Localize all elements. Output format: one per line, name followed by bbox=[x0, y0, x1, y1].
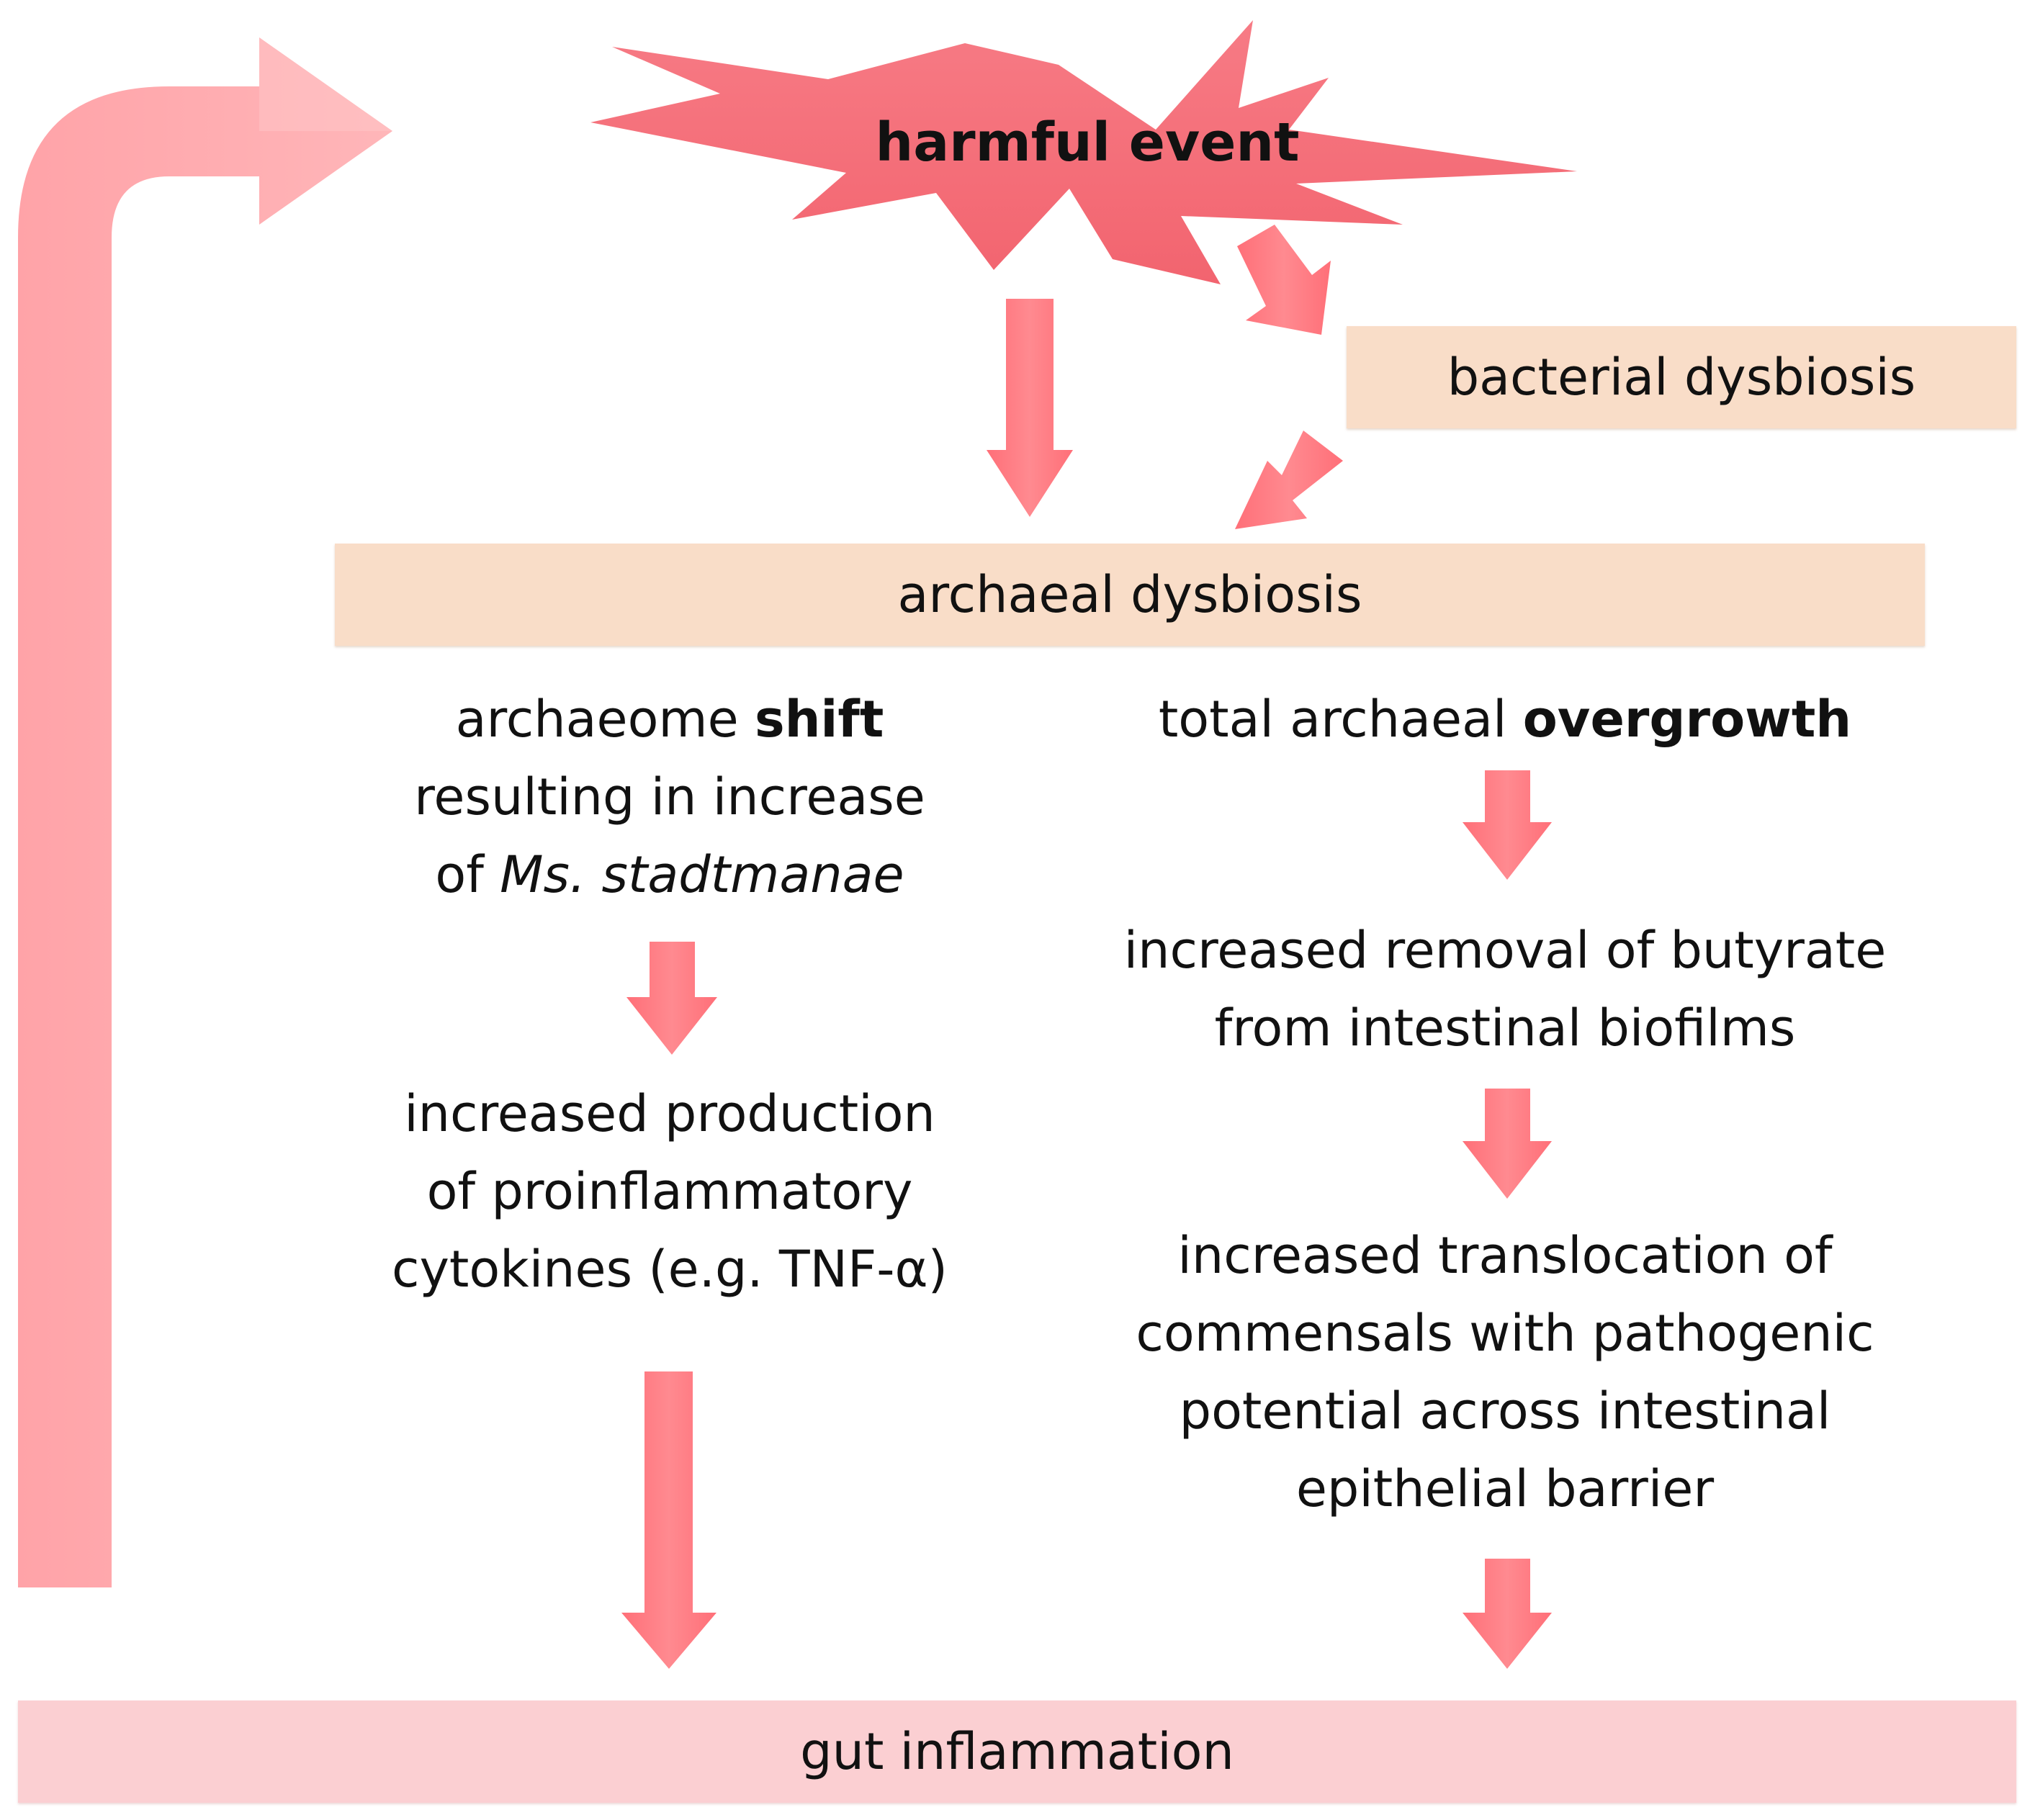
arrow-shift-to-cytokines bbox=[626, 942, 717, 1055]
arrow-cytokines-to-inflammation bbox=[621, 1371, 716, 1669]
gut-inflammation-label: gut inflammation bbox=[800, 1722, 1234, 1781]
arrow-bacterial-to-archaeal bbox=[1235, 431, 1343, 529]
harmful-event-starburst bbox=[590, 20, 1577, 284]
cytokines-text: increased production of proinflammatory … bbox=[310, 1075, 1030, 1308]
cytokines-line-2: of proinflammatory bbox=[426, 1162, 913, 1221]
butyrate-text: increased removal of butyrate from intes… bbox=[1080, 911, 1930, 1067]
gut-inflammation-box: gut inflammation bbox=[18, 1700, 2016, 1803]
overgrowth-text: total archaeal overgrowth bbox=[1109, 680, 1901, 758]
overgrowth-line-1: total archaeal overgrowth bbox=[1158, 690, 1852, 749]
butyrate-line-1: increased removal of butyrate bbox=[1123, 921, 1887, 980]
arrow-event-to-archaeal bbox=[987, 299, 1073, 517]
harmful-event-label: harmful event bbox=[875, 112, 1300, 174]
archaeal-dysbiosis-box: archaeal dysbiosis bbox=[335, 544, 1925, 646]
bacterial-dysbiosis-box: bacterial dysbiosis bbox=[1347, 326, 2016, 428]
arrow-translocation-to-inflammation bbox=[1463, 1559, 1552, 1669]
translocation-line-1: increased translocation of bbox=[1177, 1226, 1833, 1285]
shift-line-3: of Ms. stadtmanae bbox=[435, 845, 904, 904]
translocation-line-2: commensals with pathogenic bbox=[1136, 1304, 1874, 1363]
butyrate-line-2: from intestinal biofilms bbox=[1214, 999, 1796, 1058]
feedback-arrow bbox=[18, 37, 392, 1587]
bacterial-dysbiosis-label: bacterial dysbiosis bbox=[1447, 348, 1916, 407]
arrow-butyrate-to-translocation bbox=[1463, 1089, 1552, 1199]
arrow-overgrowth-to-butyrate bbox=[1463, 770, 1552, 880]
shift-line-2: resulting in increase bbox=[414, 767, 925, 826]
cytokines-line-1: increased production bbox=[404, 1084, 935, 1143]
arrow-event-to-bacterial bbox=[1237, 225, 1331, 335]
translocation-line-3: potential across intestinal bbox=[1179, 1382, 1831, 1441]
archaeal-dysbiosis-label: archaeal dysbiosis bbox=[897, 565, 1362, 624]
shift-line-1: archaeome shift bbox=[455, 690, 884, 749]
archaeome-shift-text: archaeome shift resulting in increase of… bbox=[310, 680, 1030, 914]
translocation-text: increased translocation of commensals wi… bbox=[1080, 1217, 1930, 1528]
translocation-line-4: epithelial barrier bbox=[1295, 1459, 1715, 1518]
cytokines-line-3: cytokines (e.g. TNF-α) bbox=[392, 1240, 948, 1299]
